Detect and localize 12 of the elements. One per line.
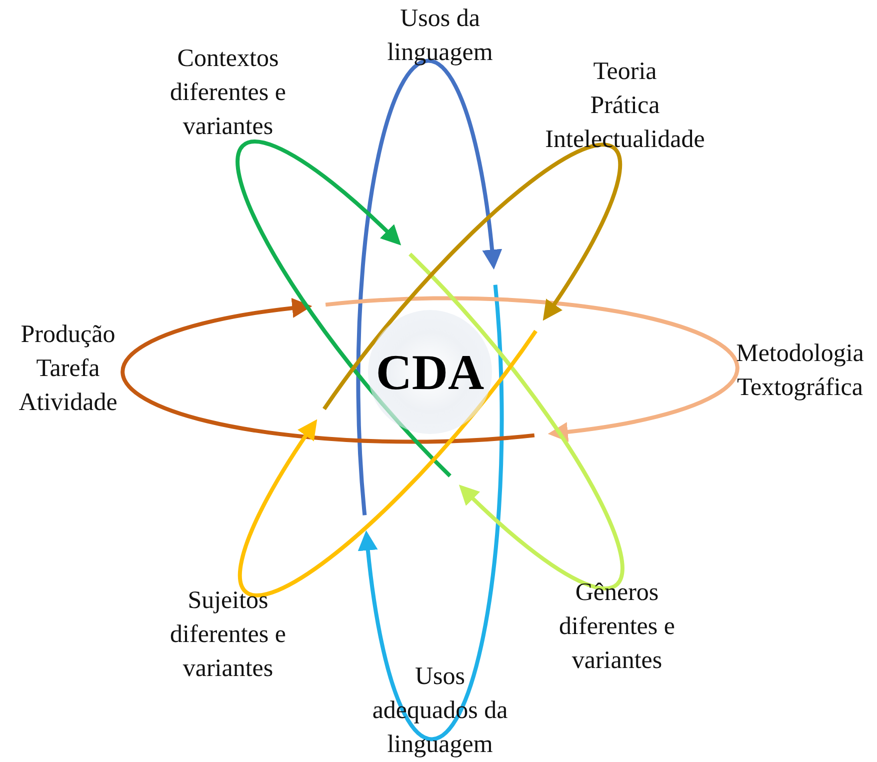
orbit-label: Atividade xyxy=(18,388,118,418)
orbit-label: Usos da linguagem xyxy=(386,4,494,68)
orbit-label: Sujeitos diferentes e variantes xyxy=(169,586,287,684)
orbit-label: Contextos diferentes e variantes xyxy=(169,44,287,142)
orbit-label: Metodologia Textográfica xyxy=(735,339,865,403)
orbit-label: Tarefa xyxy=(35,354,101,384)
core-circle: CDA xyxy=(368,310,492,434)
orbit-label: Produção xyxy=(20,320,116,350)
orbit-label: Gêneros diferentes e variantes xyxy=(558,578,676,676)
orbit-label: Intelectualidade xyxy=(544,125,706,155)
orbit-label: Prática xyxy=(589,91,661,121)
orbit-label: Teoria xyxy=(592,57,658,87)
